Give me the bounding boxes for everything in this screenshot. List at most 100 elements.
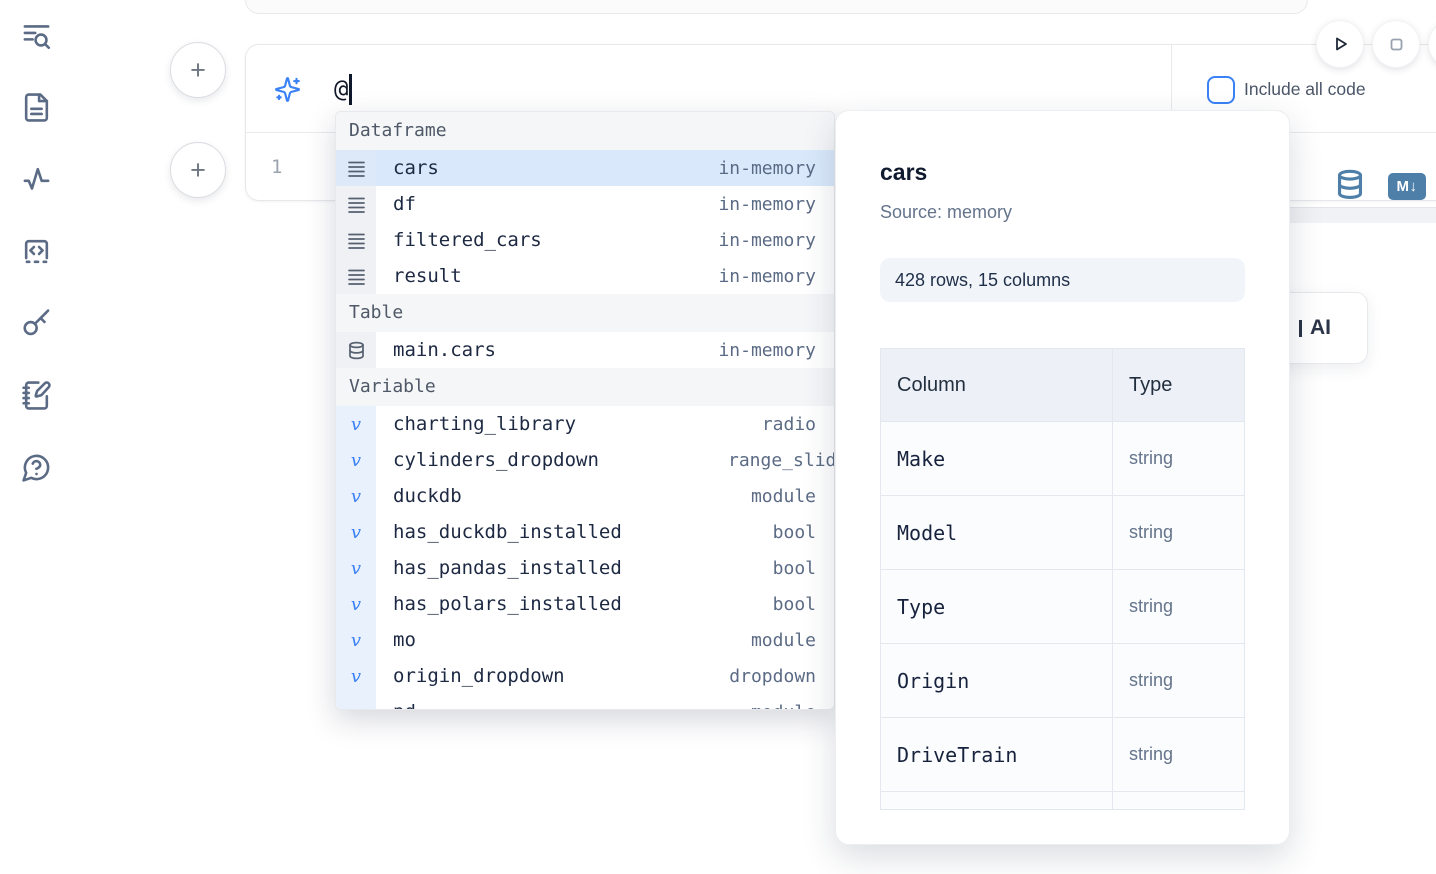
database-toggle-icon [1337, 169, 1363, 199]
column-name: Type [897, 594, 946, 619]
markdown-language-button[interactable]: M↓ [1388, 173, 1426, 200]
schema-table-row-partial [881, 791, 1244, 809]
run-cell-button[interactable] [1317, 21, 1363, 67]
item-type: module [750, 629, 816, 651]
line-number: 1 [271, 155, 283, 178]
column-type: string [1129, 670, 1174, 690]
item-name: duckdb [393, 485, 462, 507]
item-type: bool [772, 593, 816, 615]
variable-icon: v [336, 694, 376, 709]
autocomplete-section-header: Dataframe [336, 112, 834, 150]
item-type: range_slider [728, 449, 834, 471]
autocomplete-item-cylinders-dropdown[interactable]: v cylinders_dropdown range_slider [336, 442, 834, 478]
column-header: Column [881, 349, 1113, 421]
autocomplete-item-pd[interactable]: vpd module [336, 694, 834, 710]
schema-table-header-row: Column Type [881, 349, 1244, 421]
prompt-text: @ [334, 75, 349, 103]
dataframe-icon [336, 150, 376, 186]
include-all-code-checkbox[interactable] [1207, 76, 1235, 104]
item-type: bool [772, 557, 816, 579]
item-type: dropdown [729, 665, 816, 687]
play-icon [1336, 37, 1347, 51]
sidebar-item-file-text[interactable] [19, 93, 53, 127]
add-cell-button-bottom[interactable]: + [170, 142, 226, 198]
dataframe-icon [336, 222, 376, 258]
stop-icon [1390, 38, 1403, 51]
add-cell-button-top[interactable]: + [170, 42, 226, 98]
shape-badge: 428 rows, 15 columns [880, 258, 1245, 302]
item-name: pd [376, 694, 416, 709]
item-type: bool [772, 521, 816, 543]
item-name: charting_library [393, 413, 577, 435]
sidebar-item-text-search[interactable] [19, 21, 53, 55]
preview-title: cars [880, 159, 928, 185]
item-type: module [751, 694, 834, 710]
item-name: origin_dropdown [393, 665, 565, 687]
dataframe-preview-panel: cars Source: memory 428 rows, 15 columns… [835, 110, 1290, 845]
variable-icon: v [336, 406, 376, 442]
file-text-icon [21, 92, 52, 128]
sidebar [19, 21, 53, 487]
preview-source: Source: memory [880, 202, 1013, 222]
column-type: string [1129, 596, 1174, 616]
sql-language-button[interactable] [1334, 168, 1366, 202]
autocomplete-item-df[interactable]: df in-memory [336, 186, 834, 222]
previous-cell-edge [245, 0, 1308, 14]
variable-icon: v [336, 442, 376, 478]
ai-prompt-input[interactable]: @ [334, 45, 352, 133]
activity-icon [21, 164, 52, 200]
column-name: Make [897, 446, 946, 471]
dataframe-icon [336, 258, 376, 294]
item-name: main.cars [393, 339, 496, 361]
variable-icon: v [336, 550, 376, 586]
chat-question-icon [21, 452, 52, 488]
sidebar-item-code-snippet[interactable] [19, 237, 53, 271]
type-header: Type [1129, 373, 1173, 396]
sidebar-item-key[interactable] [19, 309, 53, 343]
code-editor-row[interactable]: 1 [246, 133, 1436, 200]
sparkles-icon [274, 76, 301, 103]
notebook-pen-icon [21, 380, 52, 416]
database-icon [336, 332, 376, 368]
dataframe-icon [336, 186, 376, 222]
autocomplete-section-header: Variable [336, 368, 834, 406]
autocomplete-item-main-cars[interactable]: main.cars in-memory [336, 332, 834, 368]
include-all-code-label[interactable]: Include all code [1244, 78, 1366, 99]
item-type: in-memory [718, 265, 816, 287]
schema-table-row: Type string [881, 569, 1244, 643]
column-type: string [1129, 522, 1174, 542]
variable-icon: v [336, 622, 376, 658]
stop-button[interactable] [1373, 21, 1419, 67]
ai-button-label: AI [1310, 316, 1331, 339]
item-name: df [393, 193, 416, 215]
variable-icon: v [336, 586, 376, 622]
item-name: cars [393, 157, 439, 179]
sidebar-item-notebook-pen[interactable] [19, 381, 53, 415]
item-name: has_duckdb_installed [393, 521, 622, 543]
item-name: cylinders_dropdown [393, 449, 599, 471]
item-type: module [750, 485, 816, 507]
item-type: in-memory [718, 193, 816, 215]
item-type: in-memory [718, 339, 816, 361]
code-snippet-icon [21, 236, 52, 272]
extra-cell-action-button[interactable] [1429, 21, 1436, 67]
sidebar-item-chat-question[interactable] [19, 453, 53, 487]
item-name: mo [393, 629, 416, 651]
sidebar-item-activity[interactable] [19, 165, 53, 199]
